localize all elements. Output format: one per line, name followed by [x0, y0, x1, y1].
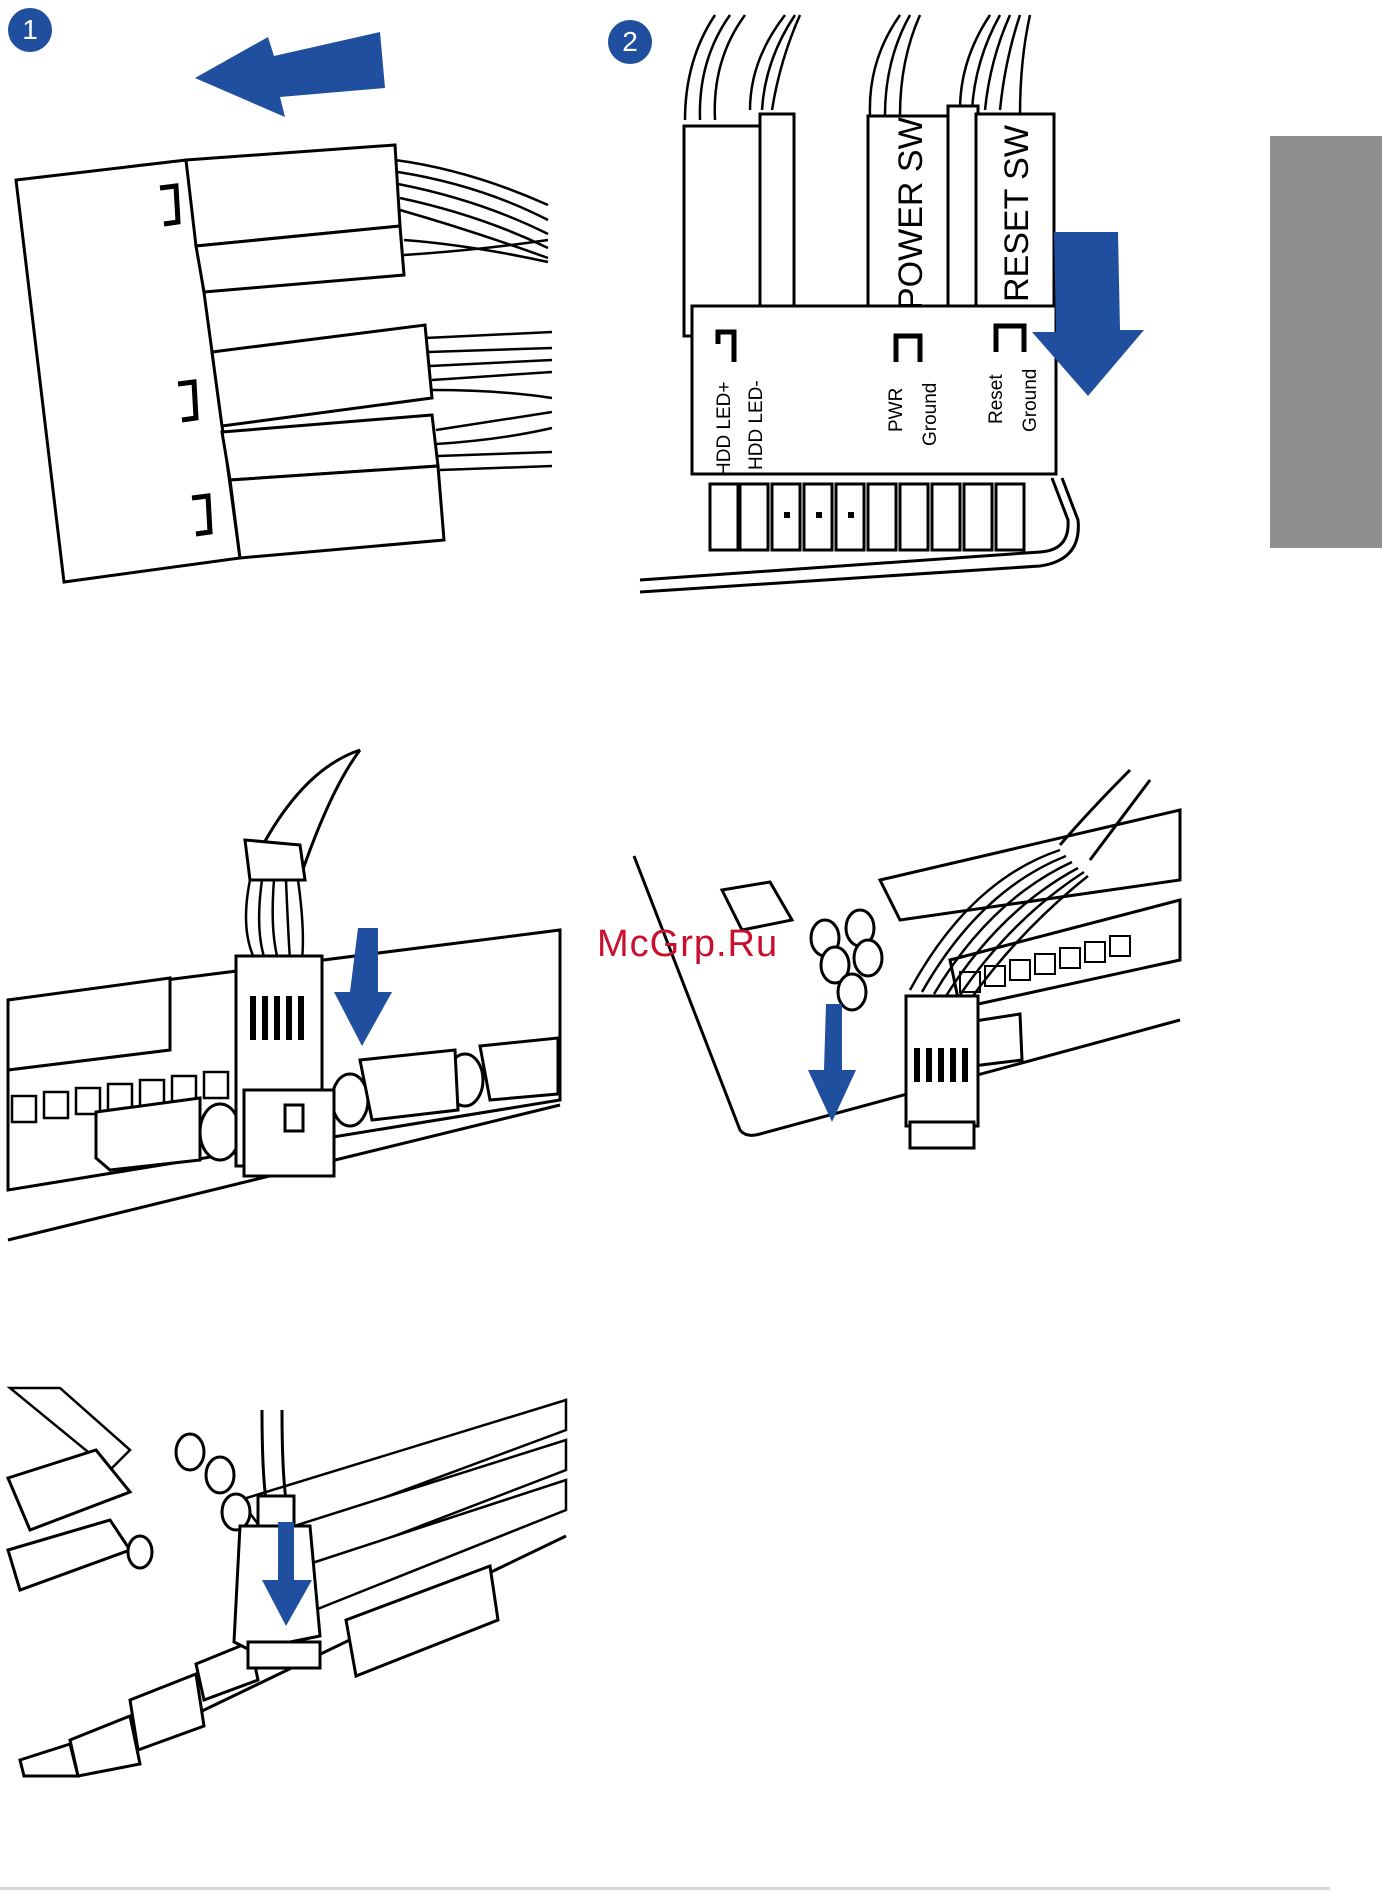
step-1-illustration — [0, 0, 560, 600]
chapter-side-tab — [1270, 136, 1382, 548]
step-2-illustration: POWER SW RESET SW HDD LED+ HDD LED- PWR … — [600, 0, 1120, 600]
reset-sw-label: RESET SW — [998, 125, 1036, 302]
watermark-text: McGrp.Ru — [597, 923, 778, 966]
pwr-ground-label: Ground — [920, 383, 941, 446]
reset-label: Reset — [986, 374, 1007, 424]
reset-ground-label: Ground — [1020, 369, 1041, 432]
hdd-led-minus-label: HDD LED- — [746, 380, 767, 470]
footer-divider — [0, 1887, 1330, 1890]
pwr-label: PWR — [886, 388, 907, 432]
arrow-down-icon — [808, 1004, 856, 1122]
hdd-led-plus-label: HDD LED+ — [714, 382, 735, 477]
panel-step-2: 2 POWER SW RESET SW — [600, 0, 1120, 600]
panel-usb3-header — [0, 1380, 580, 1780]
arrow-left-icon — [195, 32, 385, 117]
usb-header-left-illustration — [0, 760, 580, 1260]
power-sw-label: POWER SW — [892, 117, 930, 310]
panel-step-1: 1 — [0, 0, 560, 600]
panel-usb-header-left — [0, 760, 580, 1260]
usb3-header-illustration — [0, 1380, 580, 1780]
